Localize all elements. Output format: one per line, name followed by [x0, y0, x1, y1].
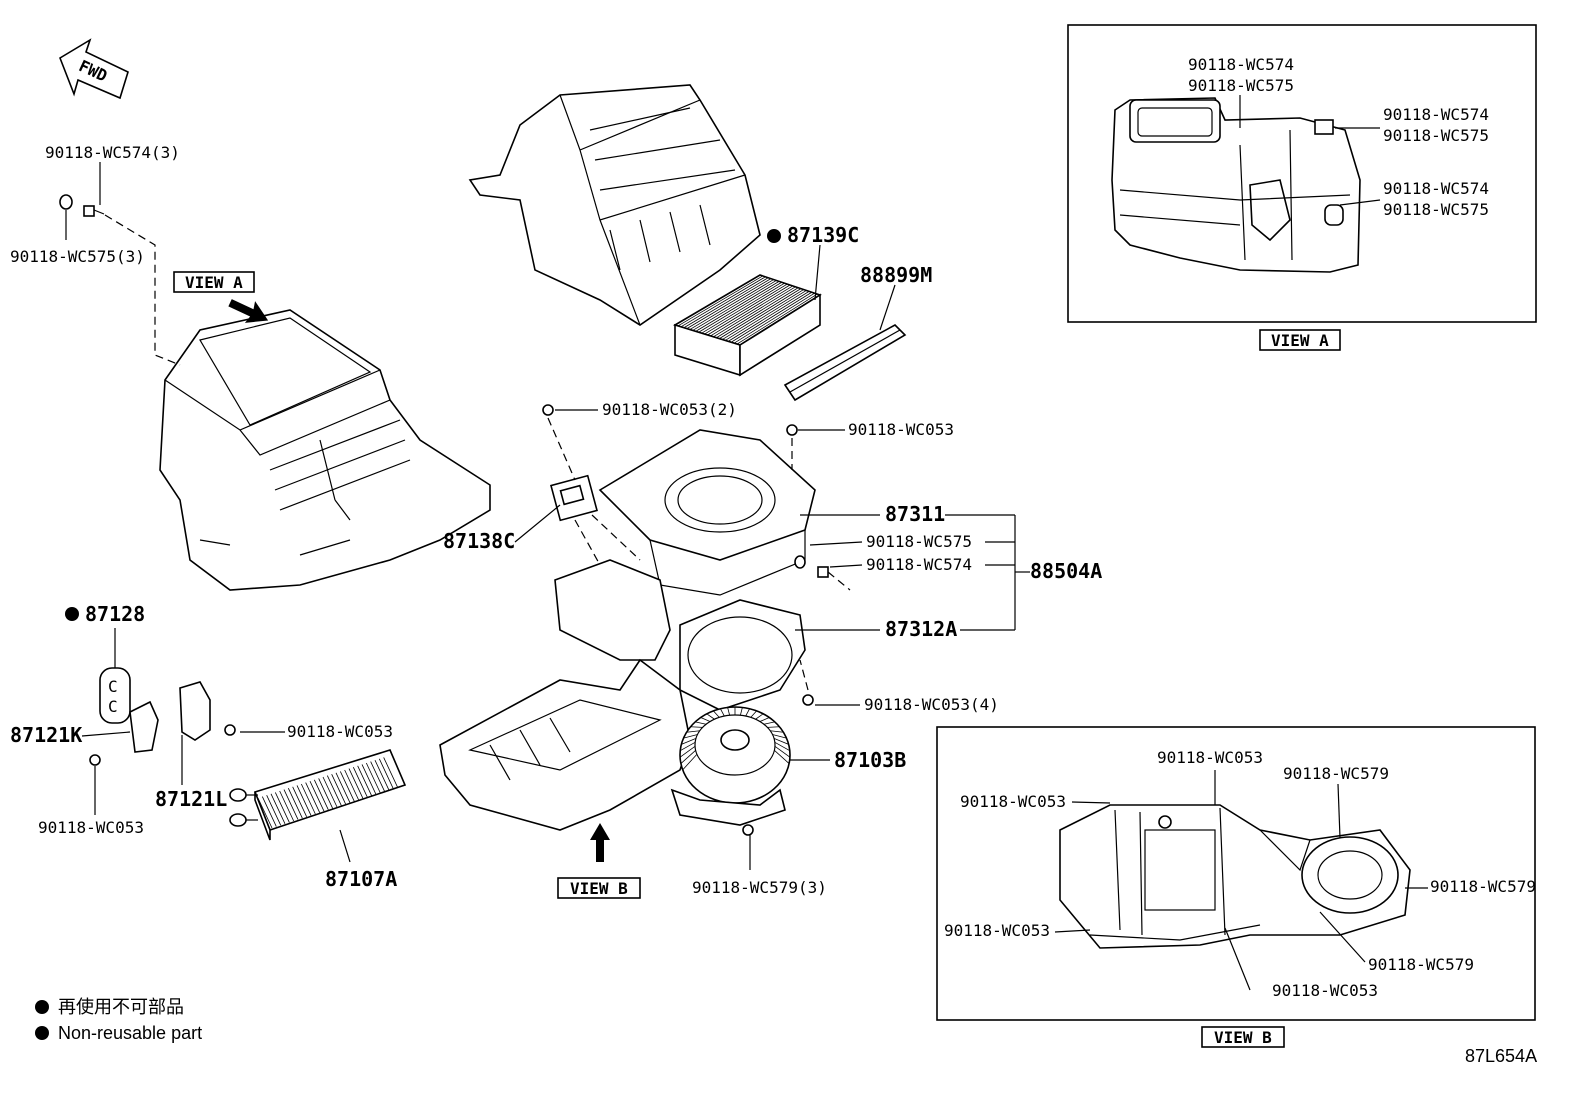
- view-b-inset: [936, 726, 1536, 1021]
- blower-case-upper: [598, 429, 816, 596]
- heater-unit: [159, 309, 491, 591]
- non-reusable-marker-icon: [767, 229, 781, 243]
- label-88504a: 88504A: [1030, 559, 1102, 583]
- view-b-leaders: [1054, 770, 1428, 991]
- label-87107a: 87107A: [325, 867, 397, 891]
- guide-line-view-a: [104, 214, 181, 366]
- view-a-tag-label: VIEW A: [185, 273, 243, 292]
- label-90118-wc579-3: 90118-WC579(3): [692, 878, 827, 897]
- label-88899m: 88899M: [860, 263, 932, 287]
- fwd-arrow-icon: FWD: [59, 38, 129, 100]
- view-a-label-3: 90118-WC574: [1383, 105, 1489, 124]
- label-90118-wc053-mid: 90118-WC053: [287, 722, 393, 741]
- svg-text:C: C: [108, 697, 118, 716]
- label-87311: 87311: [885, 502, 945, 526]
- label-90118-wc053-2: 90118-WC053(2): [602, 400, 737, 419]
- label-90118-wc575-3: 90118-WC575(3): [10, 247, 145, 266]
- view-b-tag-label: VIEW B: [570, 879, 628, 898]
- legend-jp: 再使用不可部品: [58, 997, 184, 1017]
- label-90118-wc575: 90118-WC575: [866, 532, 972, 551]
- view-a-inset: [1067, 24, 1537, 323]
- label-87121l: 87121L: [155, 787, 227, 811]
- label-87121k: 87121K: [10, 723, 82, 747]
- view-a-label-5: 90118-WC574: [1383, 179, 1489, 198]
- upper-duct-housing: [468, 84, 761, 326]
- label-87312a: 87312A: [885, 617, 957, 641]
- view-b-unit: [1059, 804, 1411, 949]
- label-87128: 87128: [85, 602, 145, 626]
- label-87138c: 87138C: [443, 529, 515, 553]
- legend-bullet-icon: [35, 1026, 49, 1040]
- view-b-label-6: 90118-WC579: [1368, 955, 1474, 974]
- heater-core: [229, 749, 407, 841]
- svg-text:C: C: [108, 677, 118, 696]
- view-b-tag: [557, 877, 641, 899]
- view-a-label-2: 90118-WC575: [1188, 76, 1294, 95]
- legend-bullet-icon: [35, 1000, 49, 1014]
- legend-en: Non-reusable part: [58, 1023, 202, 1043]
- view-b-label-2: 90118-WC579: [1283, 764, 1389, 783]
- view-b-arrow-icon: [590, 823, 610, 862]
- label-87139c: 87139C: [787, 223, 859, 247]
- label-87103b: 87103B: [834, 748, 906, 772]
- view-a-arrow-icon: [228, 299, 269, 323]
- blower-resistor: [550, 474, 598, 522]
- view-a-caption: VIEW A: [1271, 331, 1329, 350]
- view-a-leaders: [1239, 95, 1381, 206]
- cabin-air-filter: [673, 274, 822, 377]
- view-a-caption-box: [1259, 329, 1341, 351]
- view-a-tag: [173, 271, 255, 293]
- view-b-label-7: 90118-WC053: [1272, 981, 1378, 1000]
- view-b-label-3: 90118-WC053: [960, 792, 1066, 811]
- label-90118-wc574-3: 90118-WC574(3): [45, 143, 180, 162]
- seal-87128: C C: [99, 667, 131, 724]
- view-b-label-4: 90118-WC579: [1430, 877, 1536, 896]
- view-b-caption: VIEW B: [1214, 1028, 1272, 1047]
- guide-lines: [547, 417, 851, 691]
- damper-87121k: [129, 700, 159, 753]
- bracket-87121l: [179, 681, 211, 741]
- leader-lines: [65, 162, 1030, 870]
- blower-motor: [670, 706, 791, 826]
- blower-case-lower: [439, 559, 806, 831]
- label-90118-wc574: 90118-WC574: [866, 555, 972, 574]
- label-90118-wc053-top: 90118-WC053: [848, 420, 954, 439]
- filter-cover: [783, 324, 907, 402]
- drawing-code: 87L654A: [1465, 1046, 1537, 1066]
- view-a-label-1: 90118-WC574: [1188, 55, 1294, 74]
- view-b-label-1: 90118-WC053: [1157, 748, 1263, 767]
- label-90118-wc053-left: 90118-WC053: [38, 818, 144, 837]
- bolt-icon: [59, 194, 105, 217]
- view-b-label-5: 90118-WC053: [944, 921, 1050, 940]
- non-reusable-marker-icon: [65, 607, 79, 621]
- view-a-label-4: 90118-WC575: [1383, 126, 1489, 145]
- view-a-label-6: 90118-WC575: [1383, 200, 1489, 219]
- view-b-caption-box: [1201, 1026, 1285, 1048]
- view-a-unit: [1111, 97, 1361, 273]
- label-90118-wc053-4: 90118-WC053(4): [864, 695, 999, 714]
